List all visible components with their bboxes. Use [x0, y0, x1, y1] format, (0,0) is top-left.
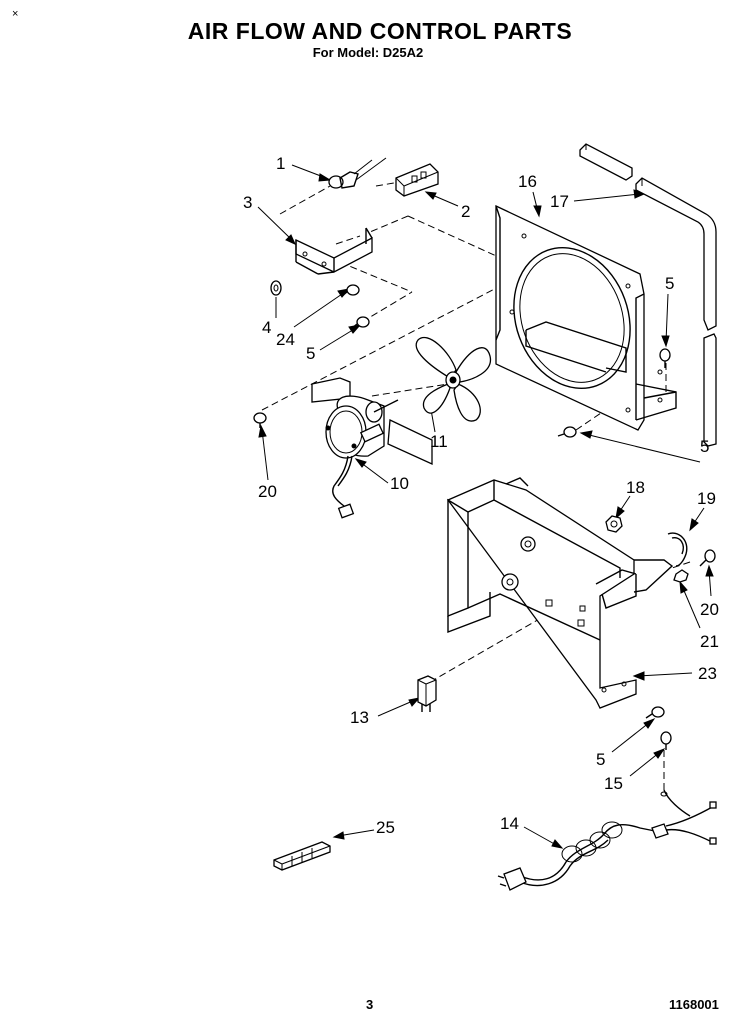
callout-10: 10 [390, 474, 409, 493]
callout-1: 1 [276, 154, 286, 173]
corner-mark: × [12, 8, 19, 20]
page-number: 3 [366, 997, 374, 1012]
part-18-nut [605, 515, 623, 533]
callout-19: 19 [697, 489, 716, 508]
callout-21: 21 [700, 632, 719, 651]
part-15-screw [660, 731, 672, 797]
callout-15: 15 [604, 774, 623, 793]
callout-16: 16 [518, 172, 537, 191]
part-17-seal-strips [579, 143, 717, 447]
callout-24: 24 [276, 330, 295, 349]
callout-18: 18 [626, 478, 645, 497]
part-2-terminal-block [395, 163, 439, 197]
part-20-screw-right [699, 549, 716, 567]
part-5-screw-shroud-lower [557, 426, 577, 438]
part-5-screw-shroud-right [659, 348, 671, 368]
part-5-screw-upper-left [351, 316, 370, 329]
part-23-control-bracket [446, 477, 674, 709]
callout-20-right: 20 [700, 600, 719, 619]
part-25-retainer [273, 841, 331, 871]
callout-5-shroud-right: 5 [665, 274, 675, 293]
model-subtitle: For Model: D25A2 [312, 45, 424, 60]
document-number: 1168001 [669, 997, 719, 1012]
callout-14: 14 [500, 814, 519, 833]
part-13-switch [417, 675, 437, 712]
callout-11: 11 [430, 432, 448, 451]
part-16-shroud [495, 204, 677, 431]
part-1-switch [328, 157, 387, 189]
callout-3: 3 [243, 193, 253, 212]
part-20-screw-left [253, 412, 267, 428]
part-19-clamp [667, 532, 688, 567]
part-21-washer [673, 569, 689, 583]
callout-2: 2 [461, 202, 471, 221]
part-14-power-cord [497, 789, 717, 891]
part-3-bracket [295, 227, 373, 275]
callout-20-left: 20 [258, 482, 277, 501]
callout-25: 25 [376, 818, 395, 837]
callout-4: 4 [262, 318, 272, 337]
part-11-fan-blade [415, 337, 492, 422]
page-title: AIR FLOW AND CONTROL PARTS [187, 18, 573, 44]
part-4-nut [270, 280, 282, 296]
part-10-motor [311, 377, 433, 519]
callout-23: 23 [698, 664, 717, 683]
callout-13: 13 [350, 708, 369, 727]
callout-5-shroud-lower: 5 [700, 437, 710, 456]
part-24-screw [341, 284, 360, 297]
callout-5-upper-left: 5 [306, 344, 316, 363]
callout-5-lower: 5 [596, 750, 606, 769]
callout-17: 17 [550, 192, 569, 211]
part-5-screw-lower [645, 706, 665, 719]
